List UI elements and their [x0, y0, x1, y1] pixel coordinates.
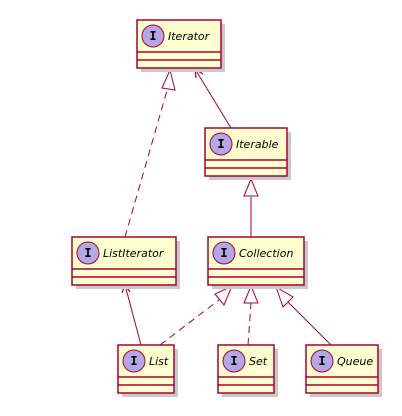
generalization-arrowhead	[275, 285, 294, 308]
interface-collection[interactable]: I Collection	[207, 236, 308, 289]
realization-arrowhead	[161, 68, 176, 91]
interface-badge-icon	[209, 132, 233, 156]
interface-badge-icon	[212, 241, 236, 265]
generalization-arrowhead	[243, 177, 259, 197]
dashed-line	[247, 302, 252, 346]
relation-set-realizes-collection	[243, 284, 259, 346]
relation-listiterator-realizes-iterator	[124, 68, 176, 238]
dashed-line	[124, 86, 169, 238]
generalization-line	[287, 301, 332, 346]
interface-name: Iterator	[168, 30, 211, 43]
interface-iterable[interactable]: I Iterable	[204, 127, 291, 180]
interface-badge-letter: I	[217, 137, 224, 151]
interface-badge-letter: I	[130, 354, 137, 368]
association-line	[194, 68, 232, 129]
interface-badge-icon	[222, 349, 246, 373]
interface-queue[interactable]: I Queue	[305, 344, 382, 397]
relation-iterable-to-iterator	[194, 67, 232, 129]
interface-badge-icon	[76, 241, 100, 265]
relation-list-to-listiterator	[121, 283, 142, 346]
relation-list-realizes-collection	[159, 284, 233, 346]
dashed-line	[159, 299, 220, 346]
interface-badge-letter: I	[84, 246, 91, 260]
interface-badge-icon	[122, 349, 146, 373]
relations-layer: Iterator (solid, open arrow at Iterator)…	[121, 67, 332, 346]
relation-collection-extends-iterable	[243, 177, 259, 237]
interface-badge-letter: I	[220, 246, 227, 260]
interface-name: ListIterator	[103, 247, 165, 260]
interface-badge-letter: I	[318, 354, 325, 368]
interface-name: List	[149, 355, 169, 368]
realization-arrowhead	[214, 284, 233, 306]
interface-badge-letter: I	[149, 29, 156, 43]
interface-iterator[interactable]: I Iterator	[136, 19, 225, 72]
interface-listiterator[interactable]: I ListIterator	[71, 236, 180, 289]
relation-queue-extends-collection	[275, 285, 332, 346]
realization-arrowhead	[243, 284, 259, 304]
interface-set[interactable]: I Set	[217, 344, 278, 397]
association-line	[124, 284, 142, 346]
interface-badge-icon	[310, 349, 334, 373]
interfaces-layer: I Iterator I Iterable I ListIterator	[71, 19, 382, 397]
interface-name: Collection	[239, 247, 293, 260]
interface-name: Set	[249, 355, 268, 368]
interface-badge-letter: I	[230, 354, 237, 368]
interface-name: Queue	[337, 355, 373, 368]
interface-list[interactable]: I List	[117, 344, 178, 397]
interface-name: Iterable	[236, 138, 279, 151]
interface-badge-icon	[141, 24, 165, 48]
